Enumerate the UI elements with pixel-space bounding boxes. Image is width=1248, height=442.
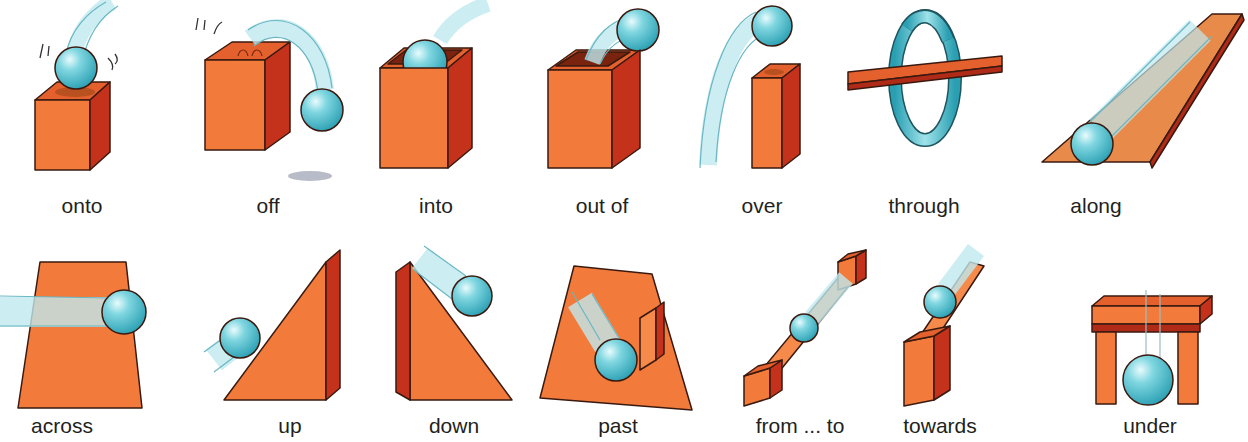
ball-wall-figure bbox=[540, 266, 692, 410]
ball-ramp-figure bbox=[396, 246, 512, 400]
ball-table-figure bbox=[1092, 290, 1212, 405]
ball-ramp-figure bbox=[1042, 14, 1244, 168]
preposition-label: along bbox=[1070, 194, 1121, 218]
ball-box-figure bbox=[196, 18, 343, 181]
preposition-label: into bbox=[419, 194, 453, 218]
preposition-label: down bbox=[429, 414, 479, 438]
ball-box-figure bbox=[700, 6, 800, 168]
ball-box-figure bbox=[35, 2, 118, 170]
preposition-label: up bbox=[278, 414, 301, 438]
ball-ramp-figure bbox=[204, 250, 340, 400]
ball-box-figure bbox=[548, 9, 659, 168]
preposition-label: out of bbox=[576, 194, 629, 218]
preposition-label: across bbox=[31, 414, 93, 438]
ball-path-figure bbox=[744, 250, 866, 406]
ring-plank-figure bbox=[848, 16, 1002, 140]
preposition-label: towards bbox=[903, 414, 977, 438]
preposition-label: over bbox=[742, 194, 783, 218]
preposition-label: from ... to bbox=[756, 414, 845, 438]
preposition-label: off bbox=[257, 194, 280, 218]
preposition-label: onto bbox=[62, 194, 103, 218]
preposition-label: past bbox=[598, 414, 638, 438]
ball-floor-figure bbox=[0, 262, 146, 408]
preposition-label: under bbox=[1123, 414, 1177, 438]
ball-path-figure bbox=[904, 250, 984, 406]
preposition-label: through bbox=[888, 194, 959, 218]
ball-box-figure bbox=[380, 4, 488, 168]
